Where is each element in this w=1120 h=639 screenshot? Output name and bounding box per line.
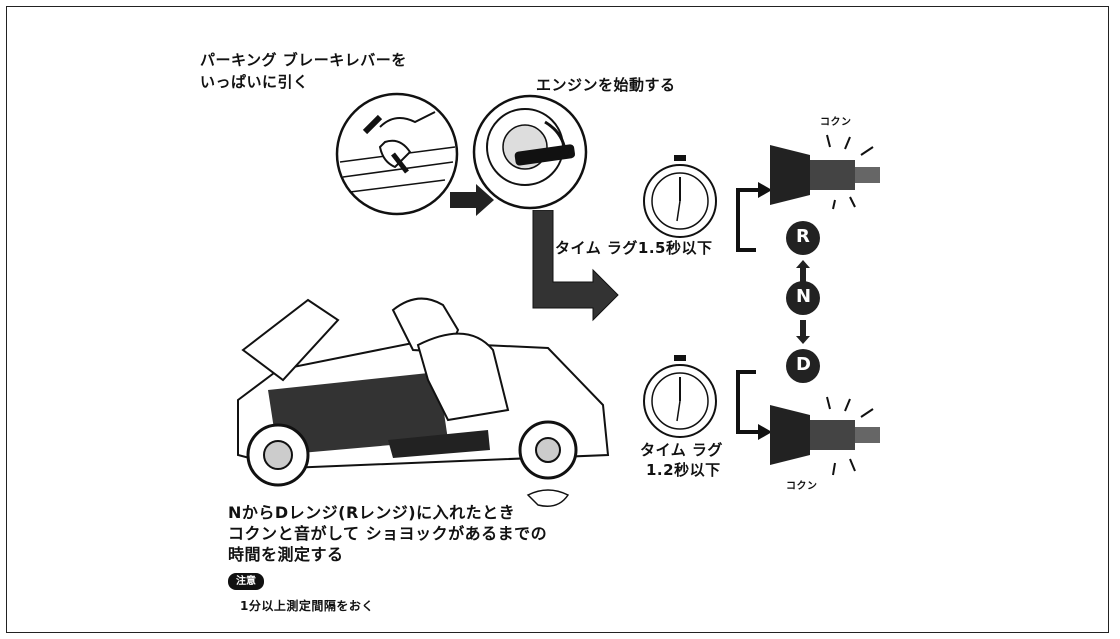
transmission-illustration: [770, 396, 880, 476]
figure-frame: [6, 6, 1109, 633]
timelag-d-label-line1: タイム ラグ: [640, 441, 723, 459]
gear-selector-diagram: [786, 221, 820, 383]
kokun-label-bottom: コクン: [786, 481, 818, 492]
gear-d: D: [796, 354, 812, 375]
bracket-arrow-r: [736, 182, 772, 252]
gear-n: N: [796, 286, 812, 307]
stopwatch-icon: [643, 155, 717, 238]
note-text: 1分以上測定間隔をおく: [240, 599, 374, 613]
gear-r: R: [796, 226, 811, 247]
key-ignition-illustration: [472, 94, 588, 210]
caution-badge: 注意: [228, 573, 264, 590]
timelag-r-label: タイム ラグ1.5秒以下: [555, 239, 713, 257]
parking-brake-label-line1: パーキング ブレーキレバーを: [200, 51, 407, 69]
timelag-d-label-line2: 1.2秒以下: [646, 461, 721, 479]
arrow-icon: [450, 184, 494, 216]
kokun-label-top: コクン: [820, 117, 852, 128]
stopwatch-icon: [643, 355, 717, 438]
parking-lever-illustration: [335, 92, 459, 216]
instruction-line1: NからDレンジ(Rレンジ)に入れたとき: [228, 503, 516, 522]
bracket-arrow-d: [736, 370, 772, 440]
engine-start-label: エンジンを始動する: [536, 76, 676, 94]
transmission-illustration: [770, 134, 880, 210]
l-arrow-icon: [532, 210, 619, 322]
instruction-line2: コクンと音がして ショヨックがあるまでの: [228, 524, 548, 543]
car-illustration: [237, 297, 610, 507]
parking-brake-label-line2: いっぱいに引く: [200, 73, 309, 91]
instruction-line3: 時間を測定する: [228, 545, 344, 564]
